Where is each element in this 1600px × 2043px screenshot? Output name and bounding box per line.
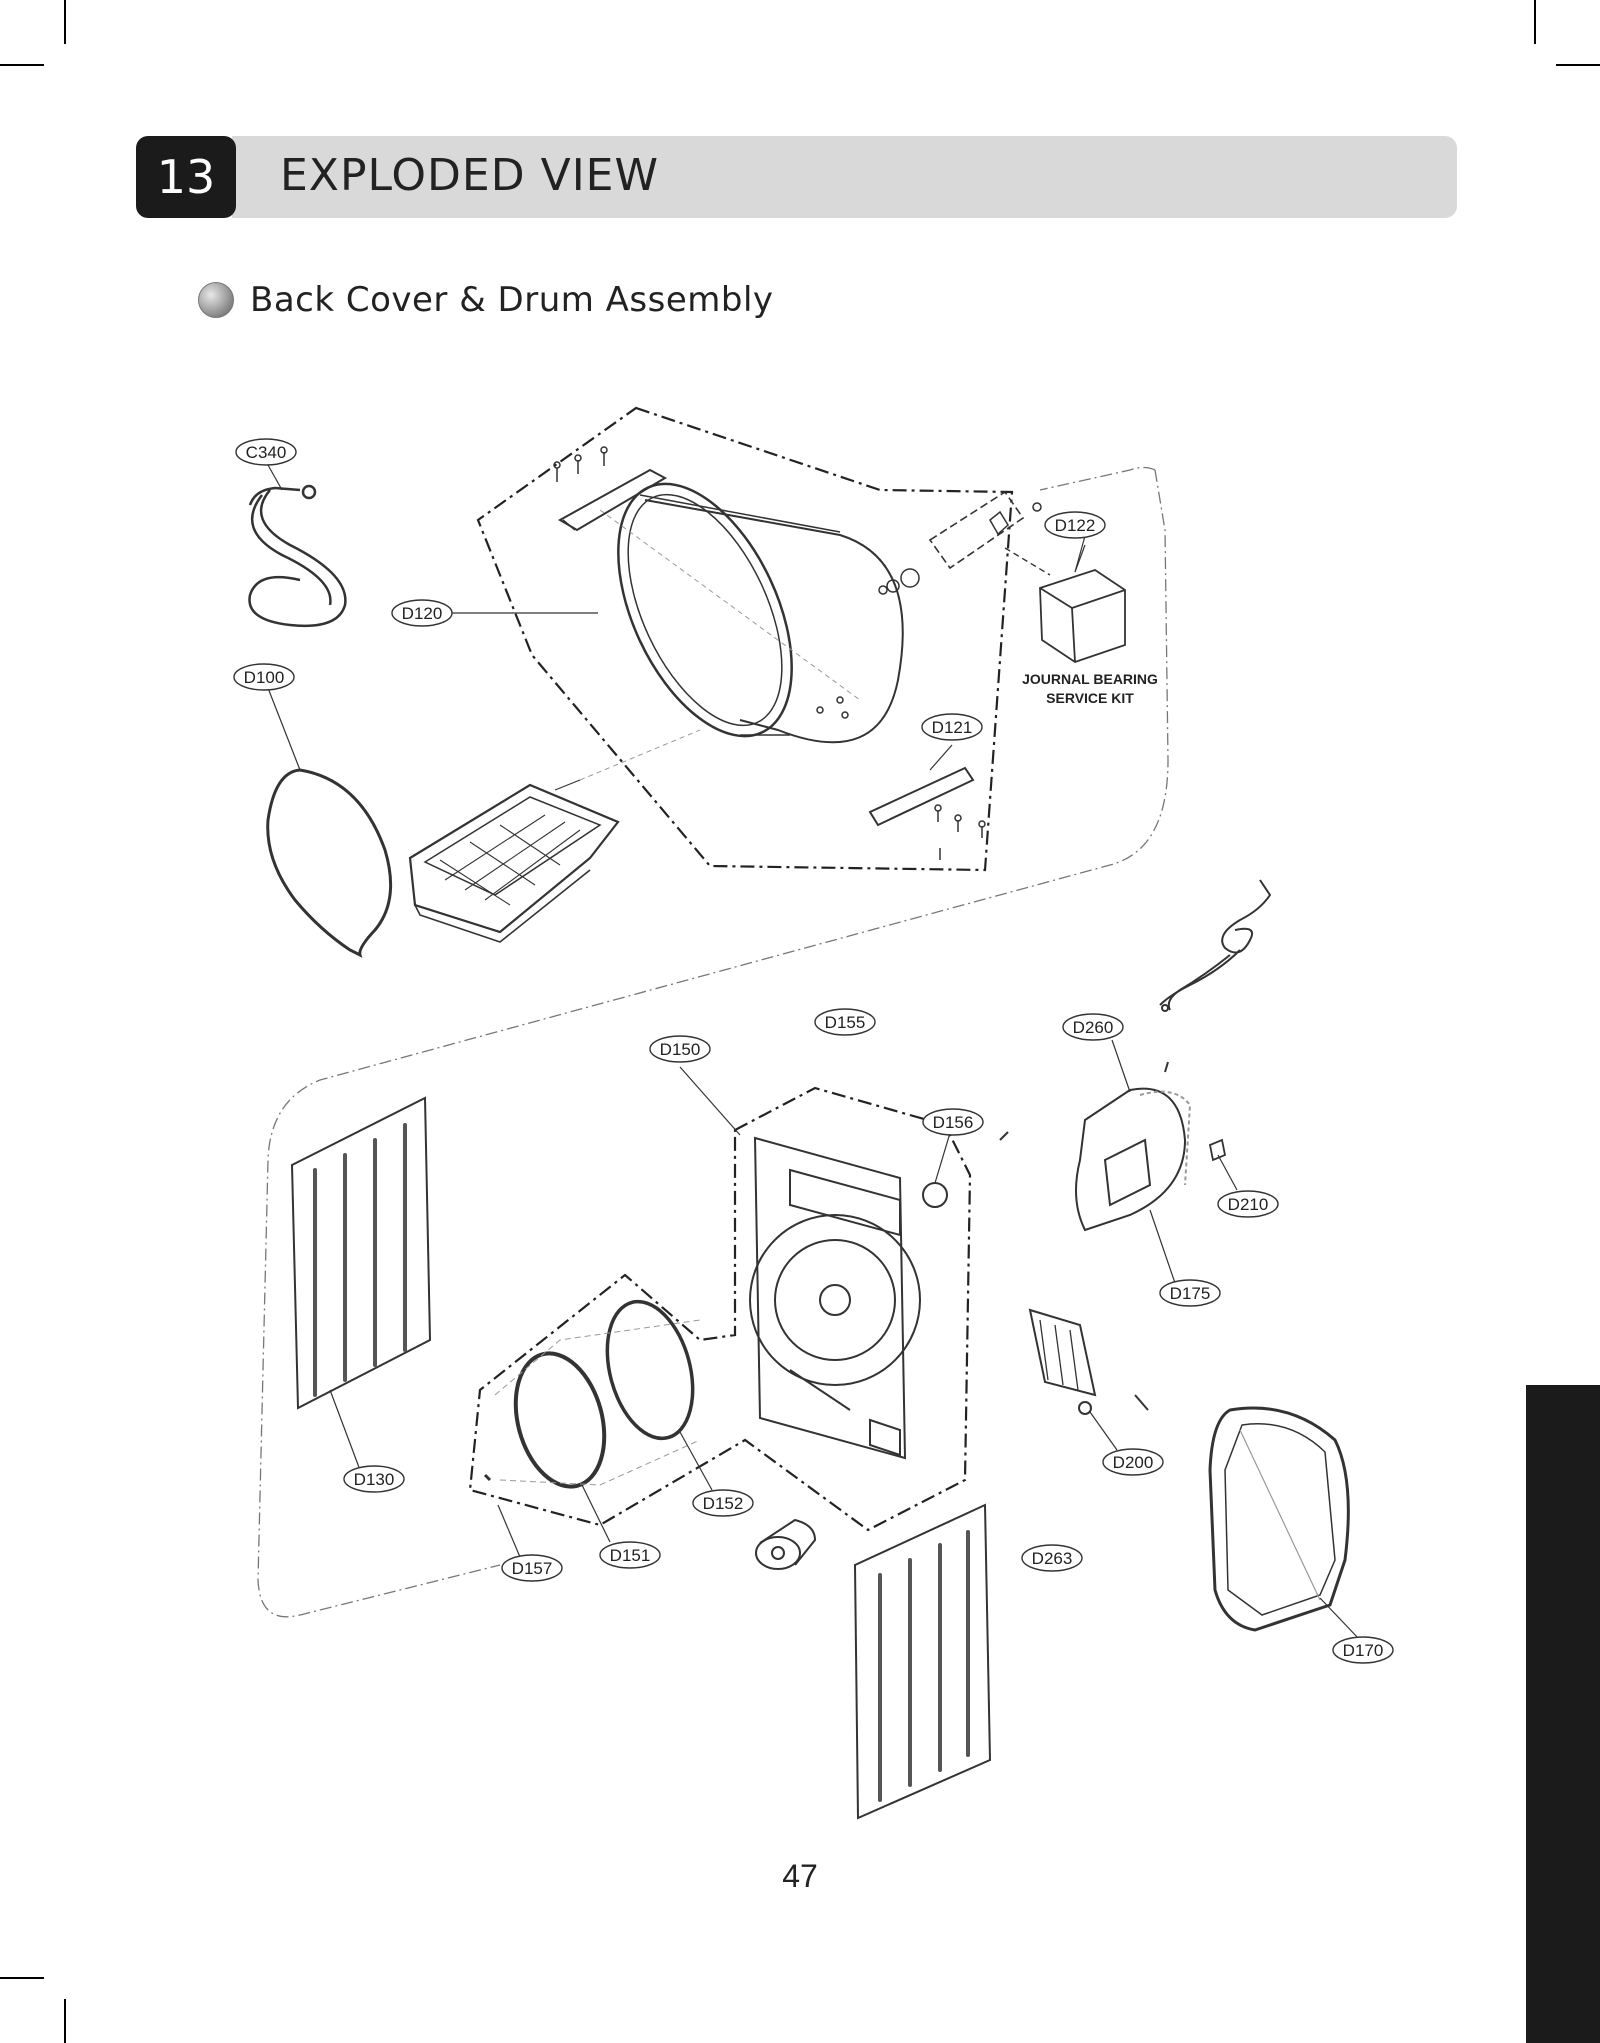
heater-d200 bbox=[1028, 1308, 1149, 1415]
assembly-outline-top bbox=[1039, 466, 1156, 491]
hose-c340 bbox=[248, 484, 347, 627]
drum-axis-line bbox=[599, 509, 861, 701]
drum-d120 bbox=[617, 482, 904, 744]
duct-d175 bbox=[1075, 1087, 1192, 1232]
label-oval-d122 bbox=[1044, 511, 1106, 539]
back-cover-group-outline bbox=[468, 1086, 972, 1532]
bracket-top bbox=[553, 446, 668, 532]
door-d170 bbox=[1208, 1406, 1350, 1632]
crop-mark bbox=[0, 1977, 44, 1979]
crop-mark bbox=[1556, 64, 1600, 66]
section-number: 13 bbox=[136, 136, 236, 218]
label-oval-d100 bbox=[233, 663, 295, 691]
tray-axis-line bbox=[579, 729, 701, 781]
bearing-assembly bbox=[878, 490, 1042, 595]
label-oval-d150 bbox=[649, 1035, 711, 1063]
bracket-d121 bbox=[868, 744, 986, 860]
label-oval-d263 bbox=[1021, 1544, 1083, 1572]
part-label-d260: D260 bbox=[1073, 1018, 1114, 1037]
crop-mark bbox=[64, 0, 66, 44]
part-d210 bbox=[1208, 1138, 1227, 1162]
blower-part bbox=[755, 1518, 817, 1570]
part-label-d170: D170 bbox=[1343, 1641, 1384, 1660]
label-oval-d121 bbox=[921, 713, 983, 741]
part-label-d150: D150 bbox=[660, 1040, 701, 1059]
label-oval-d200 bbox=[1102, 1448, 1164, 1476]
part-label-d200: D200 bbox=[1113, 1453, 1154, 1472]
part-label-d175: D175 bbox=[1170, 1284, 1211, 1303]
kit-label-line2: SERVICE KIT bbox=[1046, 690, 1134, 706]
part-label-c340: C340 bbox=[246, 443, 287, 462]
label-oval-c340 bbox=[235, 438, 297, 466]
part-label-d122: D122 bbox=[1055, 516, 1096, 535]
part-label-d263: D263 bbox=[1032, 1549, 1073, 1568]
panel-d130 bbox=[290, 1096, 432, 1410]
fitting-d156 bbox=[922, 1182, 948, 1208]
part-label-d155: D155 bbox=[825, 1013, 866, 1032]
side-tab bbox=[1526, 1385, 1600, 2043]
part-label-d100: D100 bbox=[244, 668, 285, 687]
label-oval-d157 bbox=[501, 1554, 563, 1582]
service-kit-box bbox=[1004, 544, 1126, 663]
label-oval-d151 bbox=[599, 1541, 661, 1569]
kit-label-line1: JOURNAL BEARING bbox=[1022, 671, 1158, 687]
power-cord bbox=[1159, 879, 1272, 1012]
ring-d152 bbox=[605, 1299, 695, 1441]
part-label-d120: D120 bbox=[402, 604, 443, 623]
part-label-d130: D130 bbox=[354, 1470, 395, 1489]
assembly-outline-outer bbox=[257, 469, 1169, 1618]
ring-d151 bbox=[513, 1351, 607, 1489]
label-oval-d260 bbox=[1062, 1013, 1124, 1041]
part-label-d210: D210 bbox=[1228, 1195, 1269, 1214]
label-oval-d210 bbox=[1217, 1190, 1279, 1218]
gasket-d100 bbox=[266, 768, 393, 958]
label-oval-d120 bbox=[391, 599, 453, 627]
page-title: EXPLODED VIEW bbox=[280, 150, 659, 201]
lint-filter-tray bbox=[408, 779, 620, 943]
leader-lines bbox=[267, 464, 1361, 1641]
crop-mark bbox=[1534, 0, 1536, 44]
part-label-d156: D156 bbox=[933, 1113, 974, 1132]
part-label-d152: D152 bbox=[703, 1494, 744, 1513]
section-header-bar bbox=[232, 136, 1457, 218]
part-label-d151: D151 bbox=[610, 1546, 651, 1565]
part-label-d157: D157 bbox=[512, 1559, 553, 1578]
duct-outline bbox=[494, 1319, 701, 1486]
label-oval-d152 bbox=[692, 1489, 754, 1517]
drum-group-outline bbox=[476, 406, 1014, 872]
label-oval-d170 bbox=[1332, 1636, 1394, 1664]
label-oval-d175 bbox=[1159, 1279, 1221, 1307]
section-subtitle: Back Cover & Drum Assembly bbox=[250, 280, 774, 320]
label-oval-d156 bbox=[922, 1108, 984, 1136]
screw-d157 bbox=[483, 1473, 492, 1482]
label-oval-d155 bbox=[814, 1008, 876, 1036]
crop-mark bbox=[64, 1999, 66, 2043]
panel-d263 bbox=[853, 1503, 992, 1820]
label-oval-d130 bbox=[343, 1465, 405, 1493]
part-label-d121: D121 bbox=[932, 718, 973, 737]
crop-mark bbox=[0, 64, 44, 66]
rear-bulkhead-d150 bbox=[749, 1136, 921, 1460]
bullet-icon bbox=[198, 282, 234, 318]
page-number: 47 bbox=[782, 1858, 818, 1894]
